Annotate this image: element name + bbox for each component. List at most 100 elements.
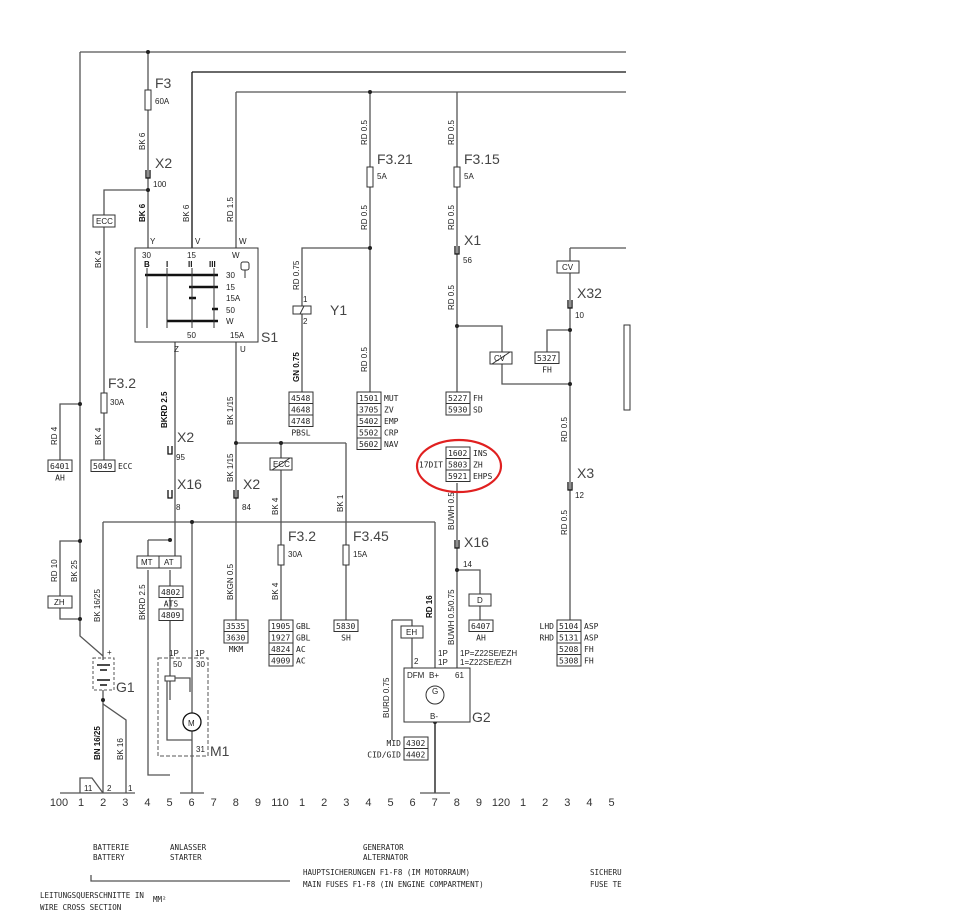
- connector-side-label: RHD: [540, 633, 555, 642]
- ruler-tick-label: 6: [410, 797, 416, 809]
- wire-label: BURD 0.75: [382, 677, 391, 718]
- connector-function: ASP: [584, 622, 599, 631]
- wire-label: BUWH 0.5: [447, 492, 456, 530]
- ruler-tick-label: 2: [100, 797, 106, 809]
- connector-caption: MKM: [229, 645, 244, 654]
- wire-label: RD 0.5: [447, 285, 456, 310]
- ruler-tick-label: 110: [271, 797, 289, 809]
- wire-label: BK 6: [138, 203, 147, 222]
- m1-term-31: 31: [196, 745, 205, 754]
- wire-label: BKGN 0.5: [226, 563, 235, 600]
- wire-labels: BK 6 BK 6 BK 6 RD 1.5 BK 4 BK 4 RD 4 RD …: [50, 120, 569, 760]
- s1-pin-v: V: [195, 237, 201, 246]
- starter-m1: [157, 657, 209, 757]
- connector-code-box: [403, 748, 429, 761]
- ruler-tick-label: 9: [476, 797, 482, 809]
- s1-pin-w: W: [239, 237, 247, 246]
- connector-code-box: [223, 631, 249, 644]
- zh-box: ZH: [54, 598, 65, 607]
- wire-label: BKRD 2.5: [160, 391, 169, 428]
- ruler-tick-label: 7: [432, 797, 438, 809]
- ruler-tick-label: 4: [144, 797, 150, 809]
- g1-label: G1: [116, 679, 135, 695]
- connector-x3-pin: 12: [575, 491, 584, 500]
- wire-label: BK 4: [94, 427, 103, 445]
- wire-label: BK 4: [271, 582, 280, 600]
- ground-pin: 2: [107, 784, 112, 793]
- connector-code: 3535: [226, 622, 245, 631]
- wire-label: BK 25: [70, 560, 79, 582]
- ecc-box: ECC: [96, 217, 113, 226]
- connector-side-label: MID: [387, 739, 402, 748]
- connector-code: 3630: [226, 633, 245, 642]
- connector-code: 5208: [559, 645, 578, 654]
- connector-code: 5104: [559, 622, 578, 631]
- connector-x2-pin: 100: [153, 180, 167, 189]
- connector-code: 5502: [359, 428, 378, 437]
- mt-box: MT: [141, 558, 153, 567]
- connector-code-box: [90, 459, 116, 472]
- g1-plus: +: [107, 648, 112, 657]
- m1-pin: 1P: [195, 649, 205, 658]
- ruler-tick-label: 100: [50, 797, 68, 809]
- ruler-tick-label: 1: [520, 797, 526, 809]
- connector-x2-84-label: X2: [243, 476, 260, 492]
- ruler-tick-label: 1: [299, 797, 305, 809]
- connector-function: AC: [296, 645, 306, 654]
- fuse-f32-label: F3.2: [108, 375, 136, 391]
- g2-term-bplus: B+: [429, 671, 439, 680]
- connector-caption: FH: [542, 366, 552, 375]
- connector-code-box: [268, 654, 294, 667]
- m1-term-30: 30: [196, 660, 205, 669]
- connector-code: 1501: [359, 394, 378, 403]
- footer-bracket: [90, 875, 290, 882]
- connector-code-box: [288, 414, 314, 427]
- connector-function: FH: [584, 656, 594, 665]
- ruler-tick-label: 7: [211, 797, 217, 809]
- wires: [59, 51, 626, 794]
- connector-x32-pin: 10: [575, 311, 584, 320]
- s1-term-15a: 15A: [230, 331, 245, 340]
- wire-label: RD 0.5: [447, 120, 456, 145]
- junction-dots: [78, 50, 572, 724]
- connector-code: 4802: [161, 588, 180, 597]
- s1-term-w: W: [232, 251, 240, 260]
- connector-caption: AH: [476, 634, 486, 643]
- connector-code: 5327: [537, 354, 556, 363]
- connector-x16-8-label: X16: [177, 476, 202, 492]
- y1-label: Y1: [330, 302, 347, 318]
- connector-x2-84-pin: 84: [242, 503, 251, 512]
- wire-label: RD 0.5: [560, 417, 569, 442]
- fuse-f321-rating: 5A: [377, 172, 387, 181]
- m1-term-50: 50: [173, 660, 182, 669]
- ruler-tick-label: 4: [586, 797, 592, 809]
- connector-caption: SH: [341, 634, 351, 643]
- connector-function: AC: [296, 656, 306, 665]
- fuse-f315-label: F3.15: [464, 151, 500, 167]
- connector-code: 5921: [448, 472, 467, 481]
- ruler-tick-label: 2: [542, 797, 548, 809]
- s1-pin-z: Z: [174, 345, 179, 354]
- connector-x2-95-pin: 95: [176, 453, 185, 462]
- s1-pin-u: U: [240, 345, 246, 354]
- ruler-tick-label: 2: [321, 797, 327, 809]
- wire-label: RD 1.5: [226, 197, 235, 222]
- cv-crossed-box: CV: [494, 354, 506, 363]
- connector-function: FH: [473, 394, 483, 403]
- y1-pin2: 2: [303, 317, 308, 326]
- s1-term-30: 30: [142, 251, 151, 260]
- connector-side-label: CID/GID: [367, 750, 401, 759]
- connector-code: 1602: [448, 449, 467, 458]
- s1-pos-i: I: [166, 260, 168, 269]
- ruler-tick-label: 5: [166, 797, 172, 809]
- connector-x1-label: X1: [464, 232, 481, 248]
- footer-fuses-en: MAIN FUSES F1-F8 (IN ENGINE COMPARTMENT): [303, 880, 484, 889]
- connector-code: 4824: [271, 645, 290, 654]
- partial-connector-strip: [623, 324, 631, 411]
- wire-label: RD 10: [50, 559, 59, 582]
- footer-alternator-de: GENERATOR: [363, 843, 404, 852]
- fuse-f3-rating: 60A: [155, 97, 170, 106]
- m1-pin: 1P: [169, 649, 179, 658]
